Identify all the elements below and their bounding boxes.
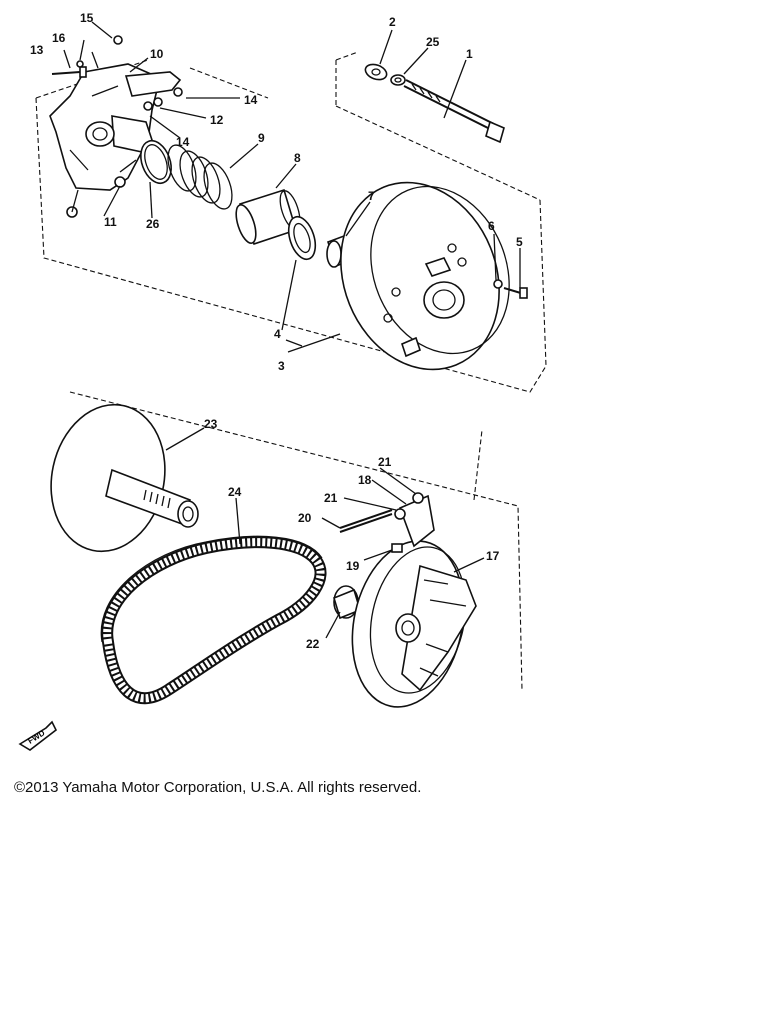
callout-9: 9 — [258, 131, 265, 145]
callout-15: 15 — [80, 11, 94, 25]
sheave-bolt-part — [493, 279, 528, 299]
callout-17: 17 — [486, 549, 500, 563]
spring-part — [167, 144, 233, 210]
callout-21-lower: 21 — [324, 491, 338, 505]
callout-21-upper: 21 — [378, 455, 392, 469]
copyright-notice: ©2013 Yamaha Motor Corporation, U.S.A. A… — [14, 779, 422, 796]
o-ring-part — [140, 139, 172, 185]
spider-housing-part — [49, 63, 182, 218]
nut-14-part — [143, 87, 183, 111]
weight-arm-part — [394, 492, 435, 548]
callout-26: 26 — [146, 217, 160, 231]
pin-20-part — [339, 509, 393, 533]
sleeve-bushing-part — [235, 188, 301, 246]
callout-23: 23 — [204, 417, 218, 431]
drive-belt-part — [100, 535, 327, 705]
spider-bushing-part — [333, 585, 361, 620]
callout-6: 6 — [488, 219, 495, 233]
callout-25: 25 — [426, 35, 440, 49]
callout-11: 11 — [104, 215, 117, 229]
callout-13: 13 — [30, 43, 44, 57]
callout-labels: 1 2 3 4 5 6 7 8 9 10 11 12 13 14 14 15 1… — [30, 11, 523, 651]
callout-8: 8 — [294, 151, 301, 165]
callout-24: 24 — [228, 485, 242, 499]
callout-14-upper: 14 — [244, 93, 258, 107]
callout-22: 22 — [306, 637, 320, 651]
callout-4: 4 — [274, 327, 281, 341]
callout-19: 19 — [346, 559, 360, 573]
callout-2: 2 — [389, 15, 396, 29]
callout-20: 20 — [298, 511, 312, 525]
callout-18: 18 — [358, 473, 372, 487]
lock-washer-part — [390, 74, 406, 86]
lower-assembly-outline — [69, 391, 523, 691]
spider-part — [351, 540, 477, 708]
oil-seal-part — [287, 215, 317, 261]
callout-16: 16 — [52, 31, 66, 45]
washer-part — [364, 63, 388, 81]
movable-sheave-part — [340, 181, 510, 371]
bolt-13-part — [51, 66, 87, 78]
callout-7: 7 — [368, 189, 375, 203]
bushing-19-part — [391, 543, 403, 553]
bolt-16-part — [76, 60, 84, 68]
washer-12-part — [153, 97, 163, 107]
long-bolt-part — [403, 79, 505, 144]
leader-lines — [63, 21, 521, 639]
exploded-parts-diagram: FWD 1 2 3 4 5 6 — [18, 11, 547, 751]
callout-10: 10 — [150, 47, 164, 61]
callout-5: 5 — [516, 235, 523, 249]
fwd-arrow-icon: FWD — [18, 720, 58, 751]
callout-12: 12 — [210, 113, 224, 127]
callout-14-lower: 14 — [176, 135, 190, 149]
nut-15-part — [113, 35, 123, 45]
callout-1: 1 — [466, 47, 473, 61]
fixed-sheave-part — [50, 403, 199, 553]
callout-3: 3 — [278, 359, 285, 373]
